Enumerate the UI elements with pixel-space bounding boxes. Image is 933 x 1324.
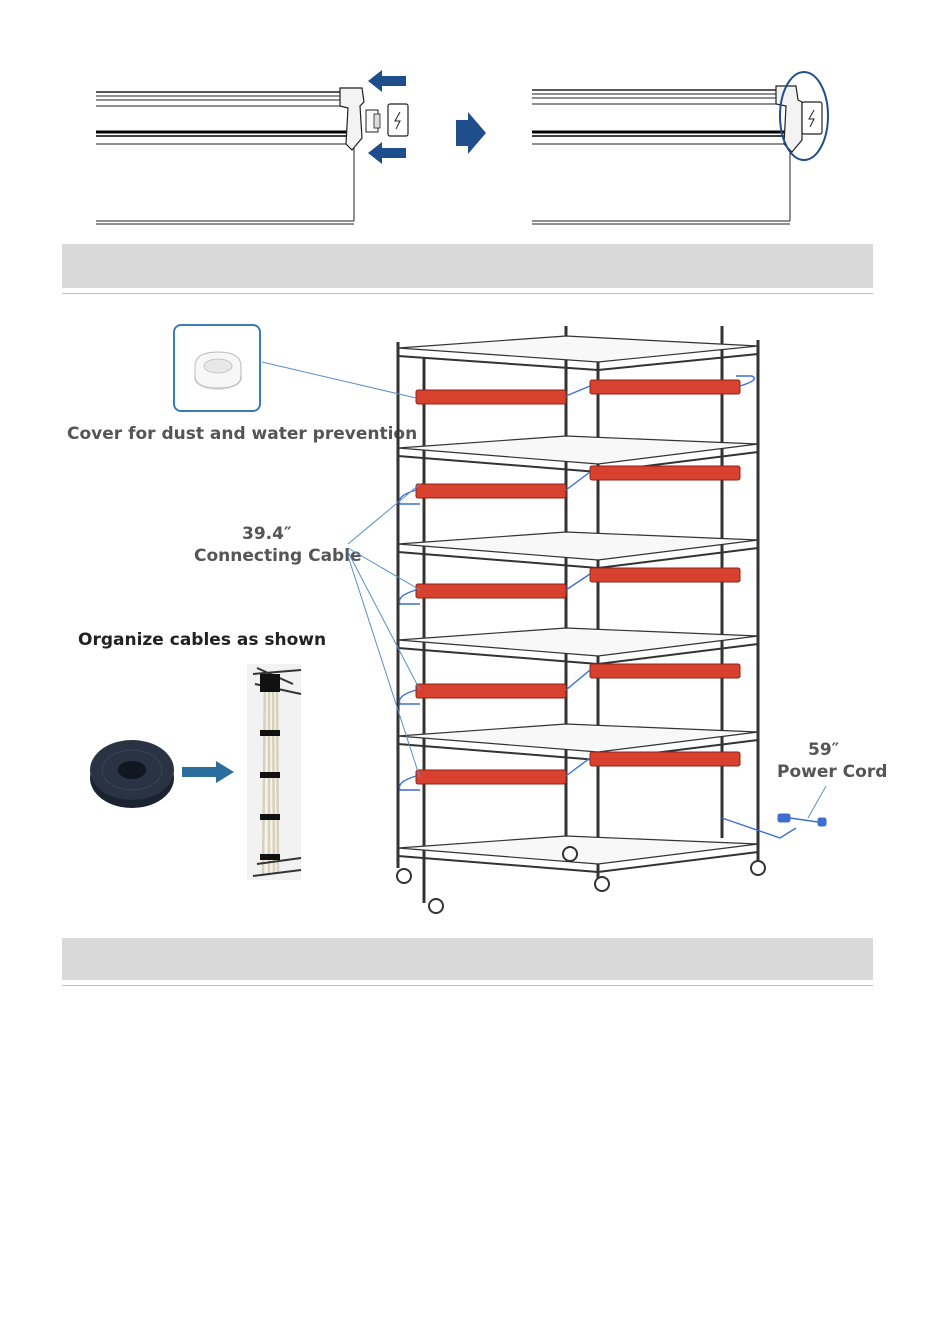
cable-length-label: 39.4″ [242,524,292,544]
arrow-left-icon [368,142,408,164]
cable-tie-roll-icon [82,730,192,810]
arrow-right-icon [182,761,234,783]
cable-bundle-photo [247,664,301,880]
organize-caption: Organize cables as shown [78,630,326,650]
cap-insertion-figure [90,78,850,228]
section-divider [62,293,873,294]
fixture-after [526,78,846,228]
cover-image-box [173,324,261,412]
cable-name-label: Connecting Cable [194,546,362,566]
plug-icon [388,104,408,136]
cover-caption: Cover for dust and water prevention [67,424,417,444]
plug-icon [802,102,822,134]
arrow-left-icon [368,70,408,92]
arrow-right-icon [456,112,486,154]
section-header-band [62,938,873,980]
section-header-band [62,244,873,288]
rack-illustration [380,318,820,918]
section-divider [62,985,873,986]
dust-cover-icon [175,326,263,414]
